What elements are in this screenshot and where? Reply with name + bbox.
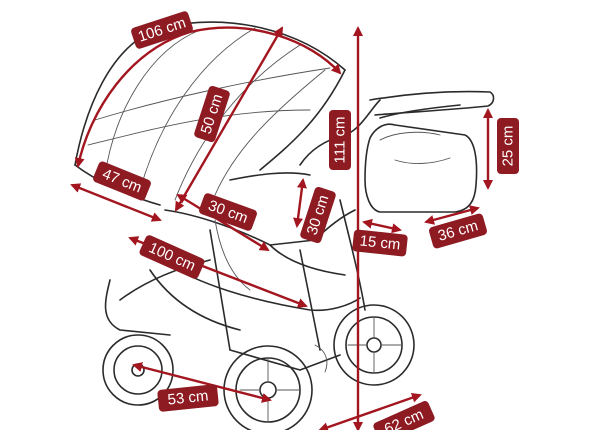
label-bag-width: 36 cm (429, 213, 487, 249)
label-bag-height: 25 cm (497, 118, 519, 174)
label-total-height: 111 cm (329, 110, 351, 170)
label-total-length: 100 cm (139, 235, 205, 279)
label-total-height-text: 111 cm (332, 117, 349, 164)
dimension-arrows (70, 26, 493, 430)
label-total-length-text: 100 cm (146, 239, 198, 275)
label-backrest-height: 30 cm (300, 186, 336, 244)
label-base-width: 62 cm (373, 401, 435, 430)
bag (364, 123, 478, 213)
label-bag-depth-text: 15 cm (359, 232, 401, 253)
wheels (102, 304, 415, 430)
label-wheelbase: 53 cm (157, 384, 219, 412)
label-canopy-height: 50 cm (194, 85, 230, 143)
label-wheelbase-text: 53 cm (167, 387, 209, 408)
label-bag-height-text: 25 cm (500, 126, 517, 167)
label-bag-depth: 15 cm (352, 229, 408, 257)
handlebar (369, 90, 495, 119)
